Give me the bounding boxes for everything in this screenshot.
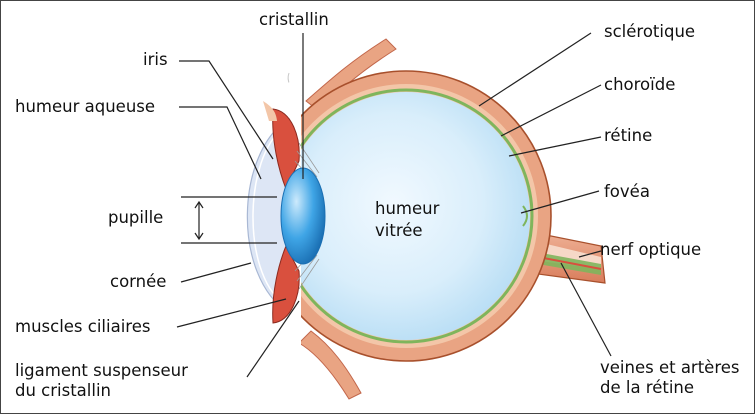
label-ligament-suspenseur: ligament suspenseur du cristallin [15,361,188,401]
label-fovea: fovéa [604,182,650,202]
label-humeur-vitree: humeur vitrée [375,198,439,242]
label-muscles-ciliaires: muscles ciliaires [15,317,150,337]
label-nerf-optique: nerf optique [600,240,701,260]
label-veines-arteres: veines et artères de la rétine [600,358,740,398]
label-iris: iris [143,50,168,70]
label-sclerotique: sclérotique [604,22,695,42]
leader-choroide [501,85,601,136]
leader-sclerotique [479,33,591,106]
label-humeur-aqueuse: humeur aqueuse [15,97,155,117]
label-choroide: choroïde [604,75,675,95]
label-pupille: pupille [108,208,163,228]
label-cornee: cornée [110,272,166,292]
label-cristallin: cristallin [259,10,329,30]
lens [281,168,325,264]
label-retine: rétine [604,126,652,146]
leader-cornee [181,263,251,282]
